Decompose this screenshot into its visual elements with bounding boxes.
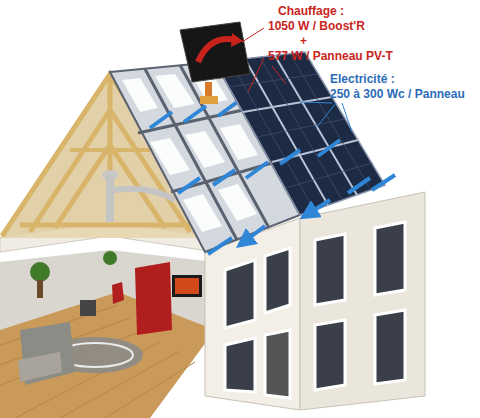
power-label: Electricité : <box>330 72 395 86</box>
living-room <box>0 250 215 418</box>
power-label: 1050 W / Boost'R <box>268 19 365 33</box>
boostr-collector <box>180 22 250 104</box>
power-label: 577 W / Panneau PV-T <box>268 49 393 63</box>
power-label: Chauffage : <box>278 4 344 18</box>
pv-panels <box>215 52 395 215</box>
power-label: + <box>300 34 307 48</box>
power-label: 250 à 300 Wc / Panneau <box>330 87 465 101</box>
